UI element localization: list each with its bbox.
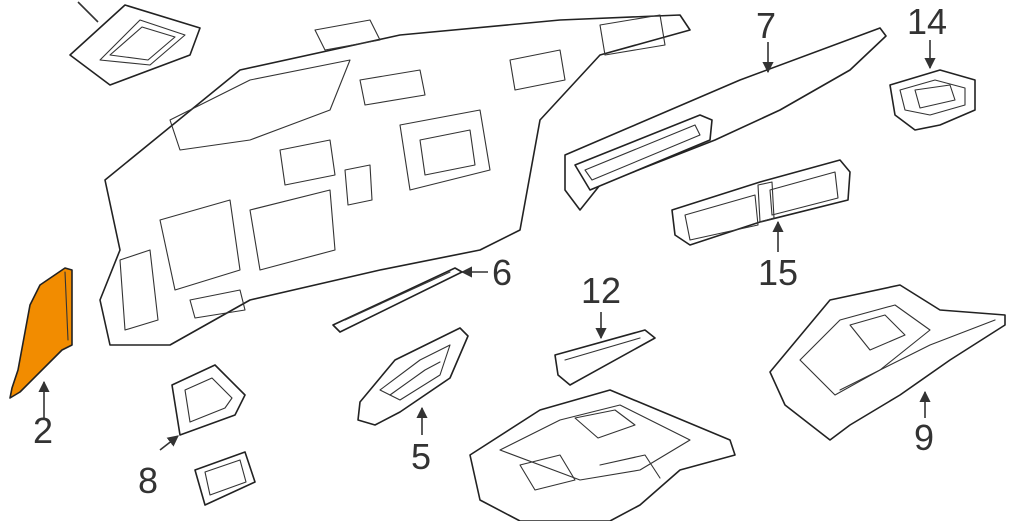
callout-14: 14 bbox=[907, 1, 947, 42]
leader-top-left bbox=[77, 1, 99, 23]
callout-6: 6 bbox=[492, 252, 512, 293]
leader-8 bbox=[159, 435, 179, 451]
part-top-left-bezel bbox=[69, 1, 201, 86]
callout-8: 8 bbox=[138, 460, 158, 501]
callout-9: 9 bbox=[914, 417, 934, 458]
part-2-highlight bbox=[9, 267, 73, 399]
part-8-bezels: 8 bbox=[138, 364, 256, 506]
part-9-glove-box: 9 bbox=[769, 284, 1006, 458]
part-12-small-trim: 12 bbox=[554, 270, 656, 386]
center-console-carrier bbox=[469, 389, 736, 521]
part-14-side-vent: 14 bbox=[889, 1, 976, 131]
dashboard-carrier bbox=[99, 14, 691, 346]
callout-7: 7 bbox=[756, 5, 776, 46]
part-2-side-trim: 2 bbox=[9, 267, 73, 451]
callout-15: 15 bbox=[758, 252, 798, 293]
part-7-dash-trim: 7 bbox=[564, 5, 887, 211]
callout-5: 5 bbox=[411, 436, 431, 477]
part-15-center-vent: 15 bbox=[671, 159, 851, 293]
part-5-grip-bracket: 5 bbox=[357, 327, 469, 477]
callout-12: 12 bbox=[581, 270, 621, 311]
part-6-trim-strip: 6 bbox=[332, 252, 512, 333]
callout-2: 2 bbox=[33, 410, 53, 451]
